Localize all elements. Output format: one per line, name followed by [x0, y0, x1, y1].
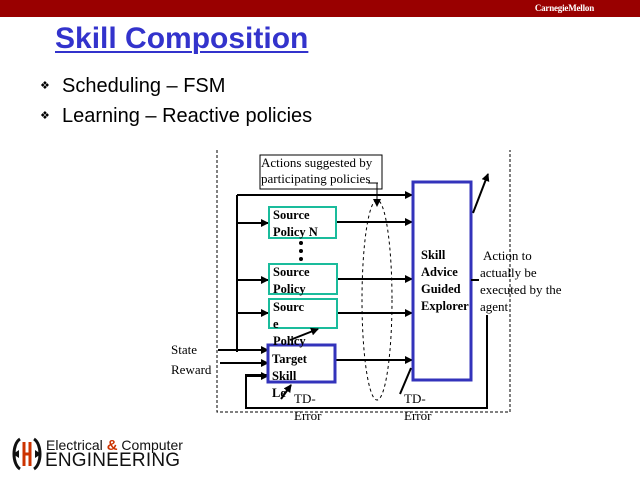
box-line: Advice — [421, 265, 458, 279]
note-line: agent — [480, 299, 509, 314]
ellipsis-dot — [299, 241, 303, 245]
logo-word: Computer — [121, 437, 183, 453]
box-line: Guided — [421, 282, 461, 296]
td-line: Error — [294, 408, 322, 423]
logo-amp: & — [106, 437, 118, 454]
actions-note: Actions suggested by participating polic… — [261, 155, 372, 187]
note-line: Actions suggested by — [261, 155, 373, 170]
logo-word: Electrical — [46, 437, 103, 453]
box-line: e — [273, 317, 279, 331]
learning-arrow — [280, 384, 292, 400]
slide-title: Skill Composition — [55, 22, 309, 55]
bullet-item: ❖ Learning – Reactive policies — [40, 105, 312, 128]
diamond-bullet-icon: ❖ — [40, 110, 50, 122]
ece-logo-icon — [12, 437, 42, 471]
source-policy-box — [268, 298, 338, 329]
box-line: Policy N — [273, 225, 318, 239]
input-labels: State Reward — [171, 340, 211, 380]
skill-explorer-label: Skill Advice Guided Explorer — [421, 247, 469, 315]
skill-explorer-box — [411, 180, 473, 382]
logo-text-line2: ENGINEERING — [45, 450, 181, 471]
source-policy-label: Source Policy — [273, 264, 310, 298]
box-line: Explorer — [421, 299, 469, 313]
source-policy-n-box — [268, 206, 337, 239]
note-line: executed by the — [480, 282, 562, 297]
note-line: Action to — [483, 248, 532, 263]
box-line: Target — [272, 352, 307, 366]
bullet-item: ❖ Scheduling – FSM — [40, 75, 225, 98]
ellipsis-dot — [299, 257, 303, 261]
target-skill-box — [266, 343, 337, 384]
action-output-arrow — [472, 173, 490, 214]
td-line: Error — [404, 408, 432, 423]
source-policy-label: Sourc e Policy — [273, 299, 306, 350]
action-note: Action to actually be executed by the ag… — [480, 247, 562, 315]
boundary-dashed — [216, 150, 511, 413]
actions-note-box — [259, 154, 383, 190]
source-policy-box — [268, 263, 338, 295]
td-error-label-right: TD- Error — [404, 390, 431, 424]
td-line: TD- — [404, 391, 426, 406]
state-label: State — [171, 342, 197, 357]
brand-logo-text: CarnegieMellon — [534, 3, 594, 13]
box-line: Source — [273, 265, 310, 279]
td-error-label-left: TD- Error — [294, 390, 321, 424]
reward-label: Reward — [171, 362, 212, 377]
header-bar: CarnegieMellon — [0, 0, 640, 17]
td-line: TD- — [294, 391, 316, 406]
td-error-explorer-arrow — [399, 367, 412, 395]
ellipsis-dot — [299, 249, 303, 253]
box-line: Source — [273, 208, 310, 222]
note-line: participating policies — [261, 171, 371, 186]
policy-group-ellipse — [361, 199, 393, 401]
note-line: actually be — [480, 265, 537, 280]
box-line: Sourc — [273, 300, 305, 314]
diamond-bullet-icon: ❖ — [40, 80, 50, 92]
target-skill-label: Target Skill Le — [272, 351, 307, 402]
source-policy-n-label: Source Policy N — [273, 207, 318, 241]
learning-arrow — [289, 327, 319, 341]
box-line: Skill — [272, 369, 297, 383]
logo-text-line1: Electrical & Computer — [46, 437, 183, 454]
box-line: Policy — [273, 334, 306, 348]
box-line: Policy — [273, 282, 306, 296]
box-line: Skill — [421, 248, 446, 262]
bullet-text: Learning – Reactive policies — [62, 105, 313, 127]
bullet-text: Scheduling – FSM — [62, 75, 226, 97]
box-line: Le — [272, 386, 286, 400]
